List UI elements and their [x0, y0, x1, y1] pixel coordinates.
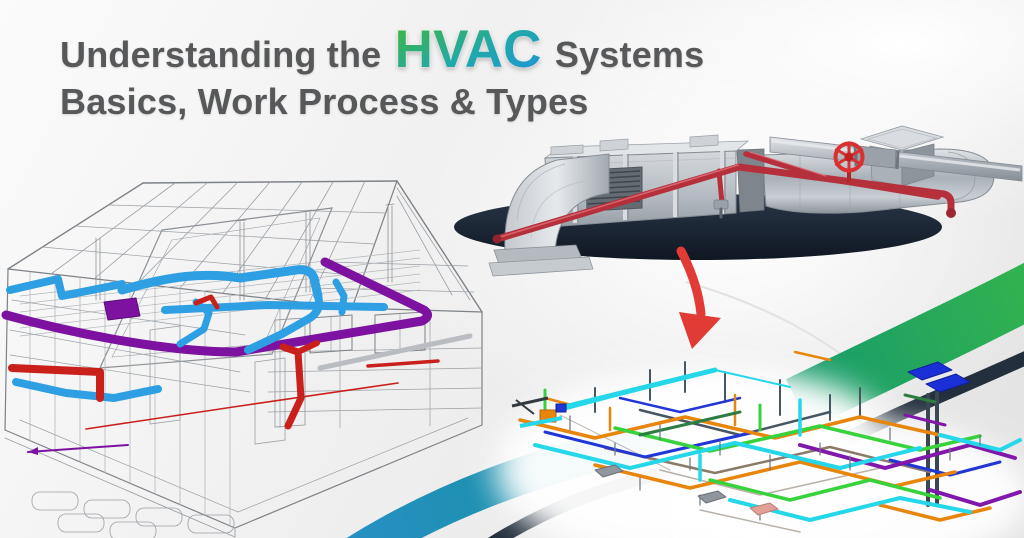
elbow-duct: [488, 153, 610, 277]
house-ducts: [1, 257, 473, 455]
title-suffix: Systems: [544, 34, 705, 75]
teal-ribbon: [346, 409, 704, 538]
navy-ribbon-right: [832, 351, 1024, 451]
navy-ribbon-left: [488, 439, 813, 538]
faint-arc: [685, 281, 889, 395]
mep-equipment: [511, 361, 971, 516]
shadow-ellipse: [454, 194, 942, 260]
page-title: Understanding the HVAC Systems Basics, W…: [60, 23, 705, 125]
title-line2: Basics, Work Process & Types: [60, 81, 589, 122]
hopper-box: [859, 125, 945, 187]
green-ribbon: [785, 262, 1024, 429]
box-duct: [543, 134, 750, 228]
valve-wheel: [833, 141, 865, 182]
title-hvac-highlight: HVAC: [392, 20, 545, 79]
red-pipes: [492, 151, 956, 244]
gray-pipe: [769, 136, 1023, 182]
title-prefix: Understanding the: [60, 34, 392, 75]
